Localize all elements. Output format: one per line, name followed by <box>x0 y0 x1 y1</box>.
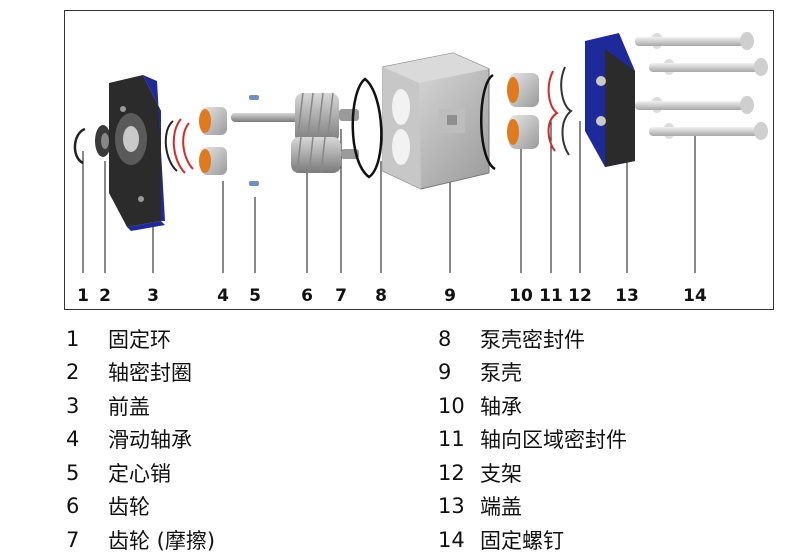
part-6-7-gears <box>231 92 359 174</box>
part-13-end-cover <box>585 33 635 167</box>
legend-item: 7 齿轮 (摩擦) <box>66 523 215 557</box>
legend-label: 支架 <box>480 461 522 486</box>
legend-item: 13 端盖 <box>438 490 627 524</box>
legend-right-column: 8 泵壳密封件 9 泵壳 10 轴承 11 轴向区域密封件 12 支架 13 端盖 14 固定… <box>438 322 627 557</box>
legend-label: 齿轮 (摩擦) <box>108 528 216 553</box>
callout-1: 1 <box>77 286 89 306</box>
part-9-pump-housing <box>382 52 490 190</box>
legend-number: 9 <box>438 360 452 385</box>
legend-label: 滑动轴承 <box>108 428 192 453</box>
part-8-housing-seal <box>351 77 383 179</box>
legend-label: 固定螺钉 <box>480 528 564 553</box>
part-axial-seal-left <box>164 118 194 174</box>
callout-11: 11 <box>539 286 563 306</box>
part-10-bearing <box>480 73 539 171</box>
legend-label: 轴向区域密封件 <box>480 428 627 453</box>
callout-13: 13 <box>615 286 639 306</box>
legend-number: 3 <box>66 393 80 418</box>
callout-6: 6 <box>301 286 313 306</box>
legend-item: 1 固定环 <box>66 322 215 356</box>
legend-item: 10 轴承 <box>438 389 627 423</box>
legend-number: 6 <box>66 494 80 519</box>
legend-item: 2 轴密封圈 <box>66 356 215 390</box>
legend-label: 定心销 <box>108 461 171 486</box>
callout-5: 5 <box>249 286 261 306</box>
legend-label: 轴密封圈 <box>108 361 192 386</box>
legend-item: 14 固定螺钉 <box>438 523 627 557</box>
legend-label: 轴承 <box>480 394 522 419</box>
legend-number: 1 <box>66 326 80 351</box>
legend-label: 齿轮 <box>108 495 150 520</box>
legend-label: 端盖 <box>480 495 522 520</box>
legend-label: 前盖 <box>108 394 150 419</box>
callout-9: 9 <box>444 286 456 306</box>
legend-label: 泵壳密封件 <box>480 327 585 352</box>
legend-item: 9 泵壳 <box>438 356 627 390</box>
legend-number: 8 <box>438 326 452 351</box>
callout-14: 14 <box>683 286 707 306</box>
exploded-view-drawing <box>73 32 768 273</box>
callout-4: 4 <box>217 286 229 306</box>
legend-number: 10 <box>438 393 465 418</box>
callout-10: 10 <box>509 286 533 306</box>
legend-item: 6 齿轮 <box>66 490 215 524</box>
legend-number: 5 <box>66 460 80 485</box>
legend-label: 固定环 <box>108 327 171 352</box>
legend-item: 4 滑动轴承 <box>66 423 215 457</box>
part-11-12-seals-support <box>547 66 573 156</box>
legend-number: 13 <box>438 494 465 519</box>
callout-8: 8 <box>375 286 387 306</box>
part-2-shaft-seal <box>95 125 111 157</box>
legend-item: 8 泵壳密封件 <box>438 322 627 356</box>
part-4-sleeve-bearing <box>199 107 227 175</box>
legend-label: 泵壳 <box>480 361 522 386</box>
legend-item: 3 前盖 <box>66 389 215 423</box>
part-3-front-cover <box>109 75 165 231</box>
legend-item: 5 定心销 <box>66 456 215 490</box>
legend-number: 14 <box>438 527 465 552</box>
callout-2: 2 <box>99 286 111 306</box>
callout-3: 3 <box>147 286 159 306</box>
part-1-retaining-ring <box>73 127 86 165</box>
legend-number: 11 <box>438 427 465 452</box>
callout-12: 12 <box>568 286 592 306</box>
legend-number: 12 <box>438 460 465 485</box>
part-5-dowel-pins <box>249 95 259 186</box>
part-14-fixing-bolts <box>635 32 768 140</box>
callout-7: 7 <box>335 286 347 306</box>
legend-number: 4 <box>66 427 80 452</box>
exploded-view-figure: 1 2 3 4 5 6 7 8 9 10 11 12 13 14 <box>64 10 774 310</box>
legend-item: 12 支架 <box>438 456 627 490</box>
legend-number: 7 <box>66 527 80 552</box>
legend-item: 11 轴向区域密封件 <box>438 423 627 457</box>
legend-left-column: 1 固定环 2 轴密封圈 3 前盖 4 滑动轴承 5 定心销 6 齿轮 7 齿轮 (摩擦) <box>66 322 215 557</box>
legend-number: 2 <box>66 360 80 385</box>
